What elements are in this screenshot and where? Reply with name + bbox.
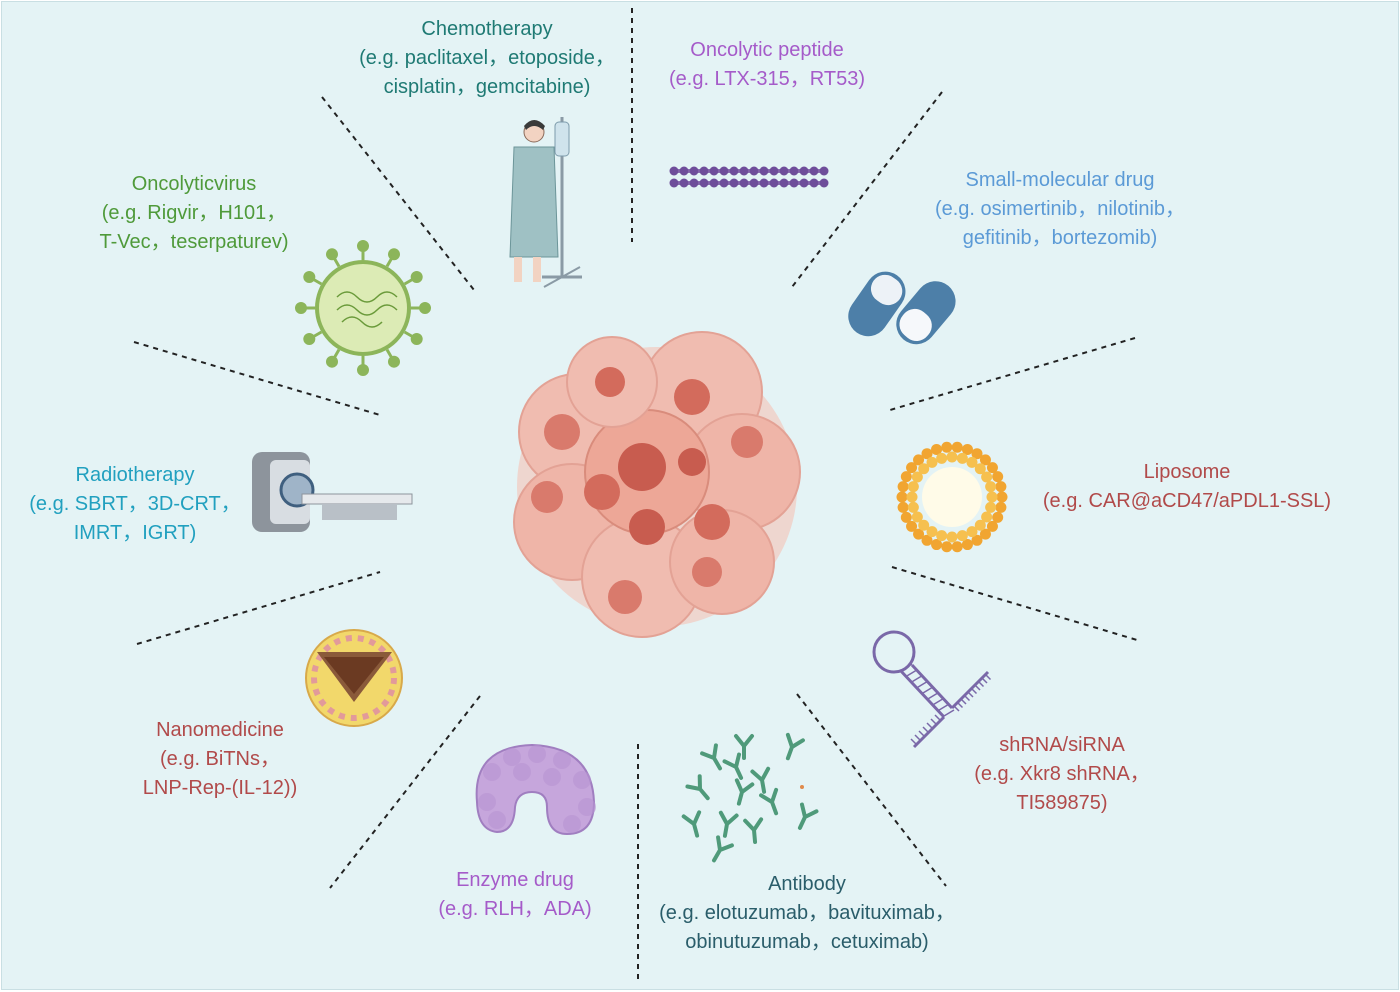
peptide-chain-icon — [669, 166, 829, 188]
chemotherapy-examples-2: cisplatin，gemcitabine) — [383, 76, 591, 98]
label-enzyme-drug: Enzyme drug (e.g. RLH，ADA) — [410, 866, 620, 924]
label-antibody: Antibody (e.g. elotuzumab，bavituximab， o… — [642, 870, 972, 957]
oncolytic-peptide-title: Oncolytic peptide — [690, 39, 844, 61]
tumor-cell-cluster-icon — [513, 331, 801, 638]
chemotherapy-examples-1: (e.g. paclitaxel，etoposide， — [359, 47, 615, 69]
label-nanomedicine: Nanomedicine (e.g. BiTNs， LNP-Rep-(IL-12… — [102, 716, 338, 803]
label-small-molecular-drug: Small-molecular drug (e.g. osimertinib，n… — [902, 166, 1218, 253]
oncolyticvirus-examples-2: T-Vec，teserpaturev) — [99, 231, 289, 253]
nanomedicine-title: Nanomedicine — [156, 719, 284, 741]
oncolyticvirus-examples-1: (e.g. Rigvir，H101， — [101, 202, 287, 224]
oncolytic-peptide-examples: (e.g. LTX-315，RT53) — [668, 68, 865, 90]
nanoparticle-icon — [305, 629, 403, 727]
radiotherapy-examples-2: IMRT，IGRT) — [73, 522, 197, 544]
oncolyticvirus-title: Oncolyticvirus — [131, 173, 257, 195]
label-oncolytic-peptide: Oncolytic peptide (e.g. LTX-315，RT53) — [642, 36, 892, 94]
nanomedicine-examples-2: LNP-Rep-(IL-12)) — [142, 777, 298, 799]
patient-iv-icon — [509, 117, 582, 288]
chemotherapy-title: Chemotherapy — [421, 18, 553, 40]
label-oncolyticvirus: Oncolyticvirus (e.g. Rigvir，H101， T-Vec，… — [62, 170, 326, 257]
enzyme-examples: (e.g. RLH，ADA) — [438, 898, 592, 920]
antibody-examples-1: (e.g. elotuzumab，bavituximab， — [659, 902, 955, 924]
label-radiotherapy: Radiotherapy (e.g. SBRT，3D-CRT， IMRT，IGR… — [10, 461, 260, 548]
small-molecular-examples-1: (e.g. osimertinib，nilotinib， — [934, 198, 1186, 220]
radiotherapy-examples-1: (e.g. SBRT，3D-CRT， — [29, 493, 241, 515]
shrna-title: shRNA/siRNA — [999, 734, 1125, 756]
hairpin-rna-icon — [872, 630, 992, 749]
enzyme-title: Enzyme drug — [456, 869, 574, 891]
liposome-examples: (e.g. CAR@aCD47/aPDL1-SSL) — [1042, 490, 1332, 512]
scanner-icon — [252, 452, 413, 532]
enzyme-icon — [475, 743, 596, 836]
divider-lines — [133, 8, 1138, 984]
liposome-title: Liposome — [1143, 461, 1231, 483]
shrna-examples-2: TI589875) — [1016, 792, 1108, 814]
capsule-icon — [848, 271, 956, 345]
virus-icon — [295, 240, 431, 376]
label-liposome: Liposome (e.g. CAR@aCD47/aPDL1-SSL) — [1012, 458, 1362, 516]
label-shrna-sirna: shRNA/siRNA (e.g. Xkr8 shRNA， TI589875) — [952, 731, 1172, 818]
antibody-title: Antibody — [768, 873, 846, 895]
small-molecular-title: Small-molecular drug — [965, 169, 1155, 191]
small-molecular-examples-2: gefitinib，bortezomib) — [962, 227, 1158, 249]
liposome-icon — [896, 441, 1008, 553]
radiotherapy-title: Radiotherapy — [75, 464, 195, 486]
antibody-icon — [681, 732, 819, 863]
label-chemotherapy: Chemotherapy (e.g. paclitaxel，etoposide，… — [332, 15, 642, 102]
nanomedicine-examples-1: (e.g. BiTNs， — [159, 748, 281, 770]
shrna-examples-1: (e.g. Xkr8 shRNA， — [974, 763, 1150, 785]
antibody-examples-2: obinutuzumab，cetuximab) — [685, 931, 929, 953]
